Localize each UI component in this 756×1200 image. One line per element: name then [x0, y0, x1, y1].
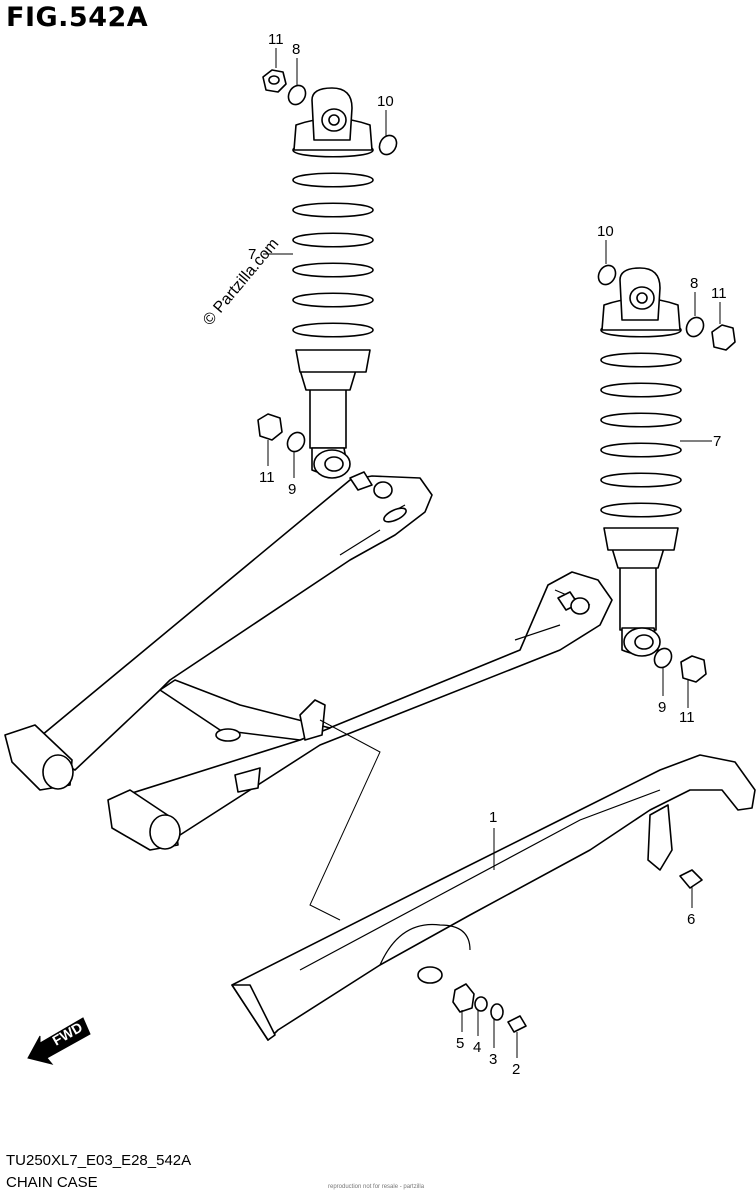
callout-7: 7 [713, 433, 721, 450]
callout-3: 3 [489, 1051, 497, 1068]
callout-11: 11 [679, 709, 695, 726]
figure-title: FIG.542A [6, 2, 149, 33]
swingarm [4, 471, 613, 921]
chain-case [231, 754, 756, 1041]
callout-6: 6 [687, 911, 695, 928]
callout-1: 1 [489, 809, 497, 826]
callout-8: 8 [292, 41, 300, 58]
right-shock-absorber [597, 264, 736, 683]
callout-5: 5 [456, 1035, 464, 1052]
left-shock-absorber [257, 69, 398, 479]
fwd-direction-arrow: FWD [27, 1017, 91, 1065]
callout-9: 9 [288, 481, 296, 498]
callout-11: 11 [268, 31, 284, 48]
callout-4: 4 [473, 1039, 481, 1056]
callout-7: 7 [248, 246, 256, 263]
fine-print: reproduction not for resale - partzilla [328, 1184, 425, 1190]
callout-8: 8 [690, 275, 698, 292]
callout-labels: 11 8 10 7 11 9 10 8 11 7 9 11 1 6 5 4 3 … [248, 31, 727, 1078]
callout-9: 9 [658, 699, 666, 716]
callout-2: 2 [512, 1061, 520, 1078]
callout-leaders [263, 48, 721, 1058]
callout-11: 11 [259, 469, 275, 486]
diagram-name: CHAIN CASE [6, 1174, 98, 1191]
callout-10: 10 [597, 223, 614, 240]
callout-10: 10 [377, 93, 394, 110]
callout-11: 11 [711, 285, 727, 302]
model-code: TU250XL7_E03_E28_542A [6, 1152, 192, 1169]
